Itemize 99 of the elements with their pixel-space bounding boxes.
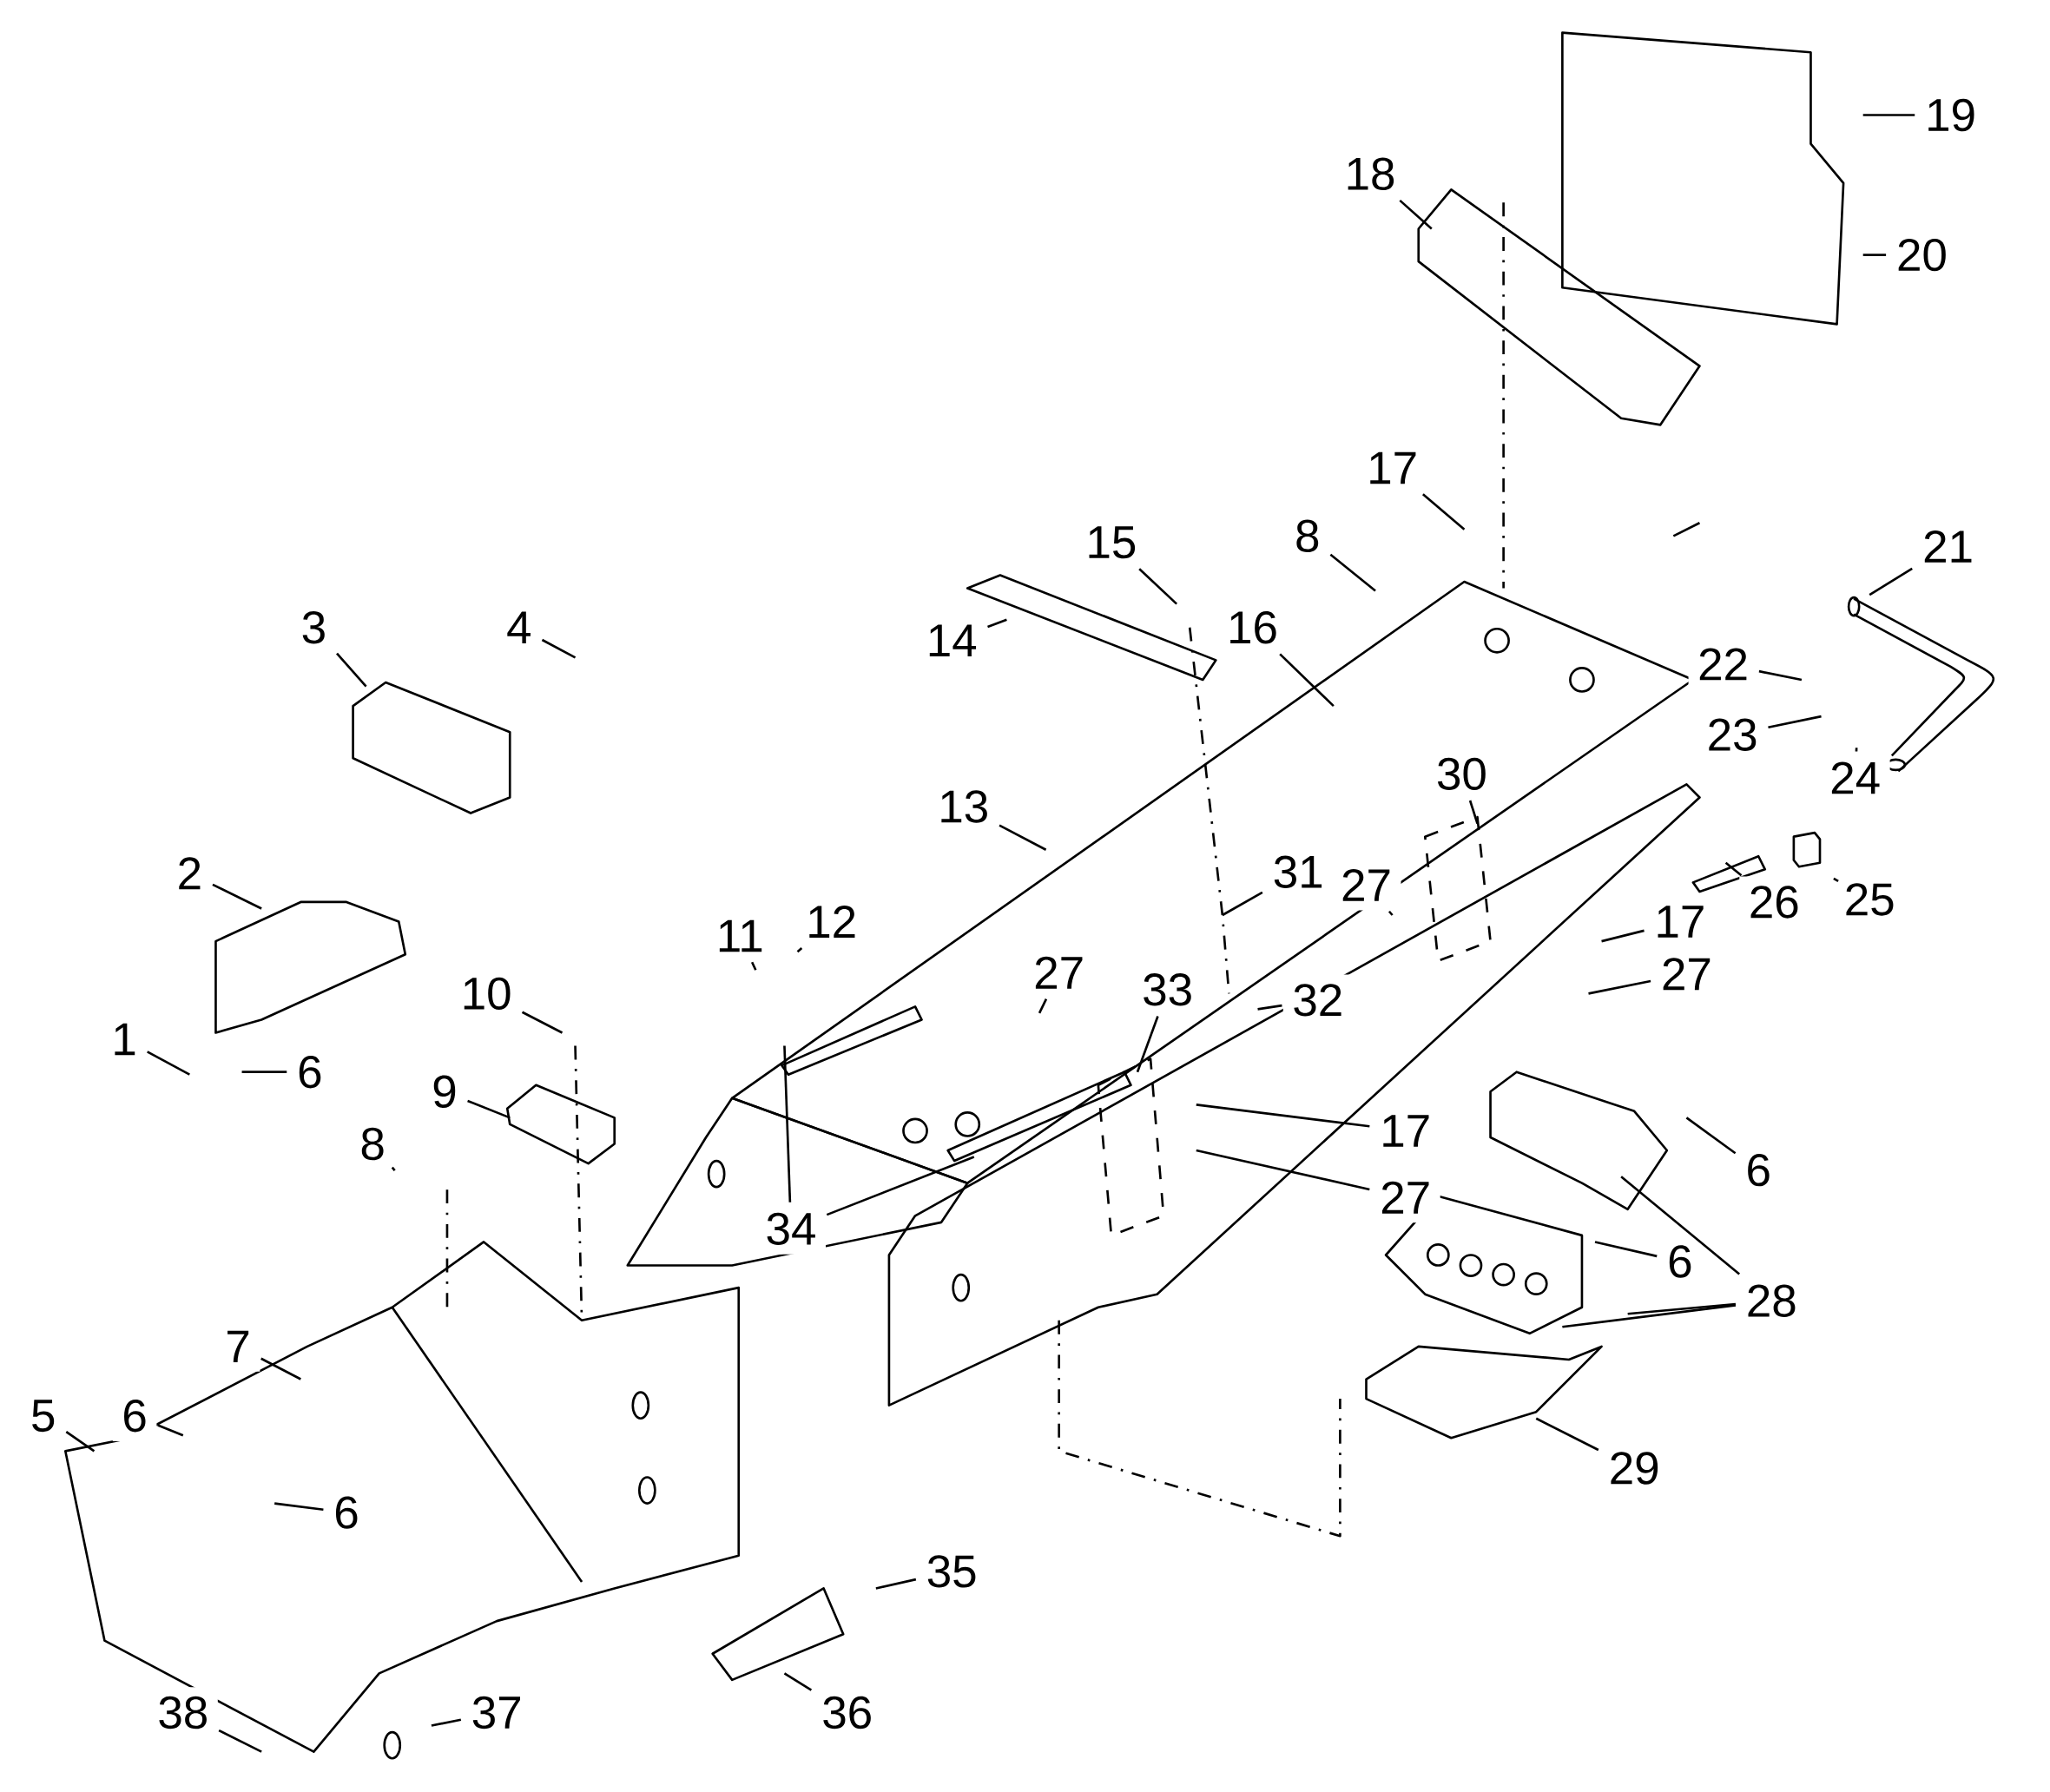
callout-number: 22 bbox=[1688, 638, 1758, 689]
leader-line bbox=[157, 1424, 184, 1437]
callout-number: 13 bbox=[928, 781, 999, 833]
leader-line bbox=[1627, 1302, 1737, 1315]
callout-number: 17 bbox=[1645, 896, 1715, 947]
callout-number: 6 bbox=[287, 1046, 333, 1097]
callout-number: 32 bbox=[1282, 974, 1353, 1026]
callout-number: 9 bbox=[422, 1065, 467, 1117]
leader-line bbox=[1257, 1004, 1282, 1011]
callout-number: 6 bbox=[1736, 1144, 1781, 1196]
callout-number: 12 bbox=[796, 896, 867, 947]
callout-number: 6 bbox=[324, 1486, 369, 1538]
callout-number: 29 bbox=[1599, 1442, 1670, 1494]
callout-number: 4 bbox=[497, 602, 542, 653]
callout-number: 36 bbox=[812, 1687, 882, 1738]
leader-line bbox=[1038, 998, 1048, 1014]
leader-line bbox=[796, 946, 803, 952]
callout-number: 34 bbox=[755, 1202, 826, 1255]
leader-line bbox=[147, 1051, 190, 1076]
leader-line bbox=[1422, 493, 1466, 530]
leader-line bbox=[1833, 877, 1839, 882]
leader-line bbox=[1862, 114, 1915, 116]
leader-line bbox=[1329, 553, 1376, 592]
leader-line bbox=[987, 618, 1007, 629]
leader-line bbox=[1685, 1117, 1737, 1155]
leader-line bbox=[826, 1156, 975, 1216]
callout-number: 27 bbox=[1024, 947, 1094, 998]
leader-line bbox=[1768, 715, 1822, 728]
leader-line bbox=[274, 1502, 324, 1511]
callout-number: 3 bbox=[292, 602, 336, 653]
leader-line bbox=[260, 1357, 301, 1380]
leader-line bbox=[467, 1099, 511, 1119]
leader-line bbox=[875, 1578, 917, 1590]
leader-line bbox=[336, 652, 367, 688]
callout-number: 19 bbox=[1915, 89, 1986, 141]
callout-number: 31 bbox=[1263, 846, 1334, 898]
leader-line bbox=[212, 883, 262, 910]
leader-line bbox=[218, 1729, 262, 1753]
leader-line bbox=[783, 1672, 813, 1691]
leader-line bbox=[1196, 1103, 1370, 1128]
callout-number: 11 bbox=[707, 911, 774, 961]
callout-number: 17 bbox=[1370, 1105, 1440, 1156]
callout-number: 16 bbox=[1217, 602, 1288, 653]
leader-line bbox=[1862, 254, 1887, 256]
callout-number: 27 bbox=[1331, 860, 1401, 911]
callout-number: 24 bbox=[1820, 752, 1890, 803]
leader-line bbox=[1869, 567, 1913, 596]
callout-number: 30 bbox=[1427, 748, 1497, 800]
callout-number: 27 bbox=[1370, 1172, 1440, 1223]
callout-number: 37 bbox=[462, 1687, 532, 1738]
callout-number: 10 bbox=[452, 967, 522, 1019]
callout-number: 15 bbox=[1076, 517, 1146, 568]
leader-line bbox=[1196, 1149, 1370, 1191]
callout-number: 8 bbox=[1285, 510, 1330, 562]
callout-number: 35 bbox=[917, 1545, 987, 1598]
callout-number: 28 bbox=[1737, 1275, 1807, 1327]
callout-number: 25 bbox=[1835, 873, 1905, 926]
callout-number: 7 bbox=[215, 1321, 260, 1372]
leader-line bbox=[521, 1011, 564, 1034]
leader-line bbox=[1562, 1303, 1737, 1328]
callout-number: 33 bbox=[1132, 964, 1203, 1015]
callout-number: 2 bbox=[168, 847, 212, 899]
leader-line bbox=[1758, 669, 1803, 682]
callout-number: 6 bbox=[112, 1390, 157, 1441]
leader-line bbox=[1279, 653, 1335, 707]
leader-line bbox=[1588, 979, 1651, 995]
leader-line bbox=[1855, 748, 1858, 752]
callout-number: 20 bbox=[1887, 229, 1957, 280]
callout-number: 8 bbox=[350, 1118, 395, 1169]
callout-number: 38 bbox=[148, 1687, 218, 1738]
leader-line bbox=[1620, 1175, 1741, 1275]
leader-line bbox=[1724, 861, 1743, 877]
callout-number: 18 bbox=[1335, 148, 1406, 200]
callout-number: 17 bbox=[1357, 443, 1427, 493]
leader-line bbox=[391, 1166, 396, 1171]
callout-number: 1 bbox=[102, 1014, 147, 1064]
leader-line bbox=[541, 638, 577, 659]
leader-line bbox=[1136, 1015, 1159, 1072]
leader-line bbox=[1388, 910, 1394, 916]
callout-number: 6 bbox=[1658, 1235, 1703, 1288]
callout-number: 23 bbox=[1697, 708, 1768, 761]
leader-line bbox=[431, 1718, 462, 1727]
leader-line bbox=[1399, 199, 1433, 230]
callout-number: 21 bbox=[1913, 521, 1983, 572]
leader-line bbox=[750, 961, 757, 971]
callout-number: 14 bbox=[917, 615, 987, 666]
leader-line bbox=[1468, 800, 1479, 824]
leader-line bbox=[1535, 1417, 1599, 1451]
callout-number: 27 bbox=[1651, 948, 1722, 999]
leader-line bbox=[241, 1071, 287, 1073]
leader-line bbox=[1601, 929, 1645, 943]
leader-line bbox=[783, 1045, 792, 1202]
leader-line bbox=[1138, 568, 1178, 605]
callout-number: 5 bbox=[21, 1390, 65, 1441]
leader-line bbox=[1594, 1241, 1658, 1258]
leader-line bbox=[65, 1430, 96, 1453]
leader-line bbox=[999, 824, 1047, 851]
leader-line bbox=[1222, 891, 1263, 916]
callout-number: 26 bbox=[1739, 876, 1809, 928]
